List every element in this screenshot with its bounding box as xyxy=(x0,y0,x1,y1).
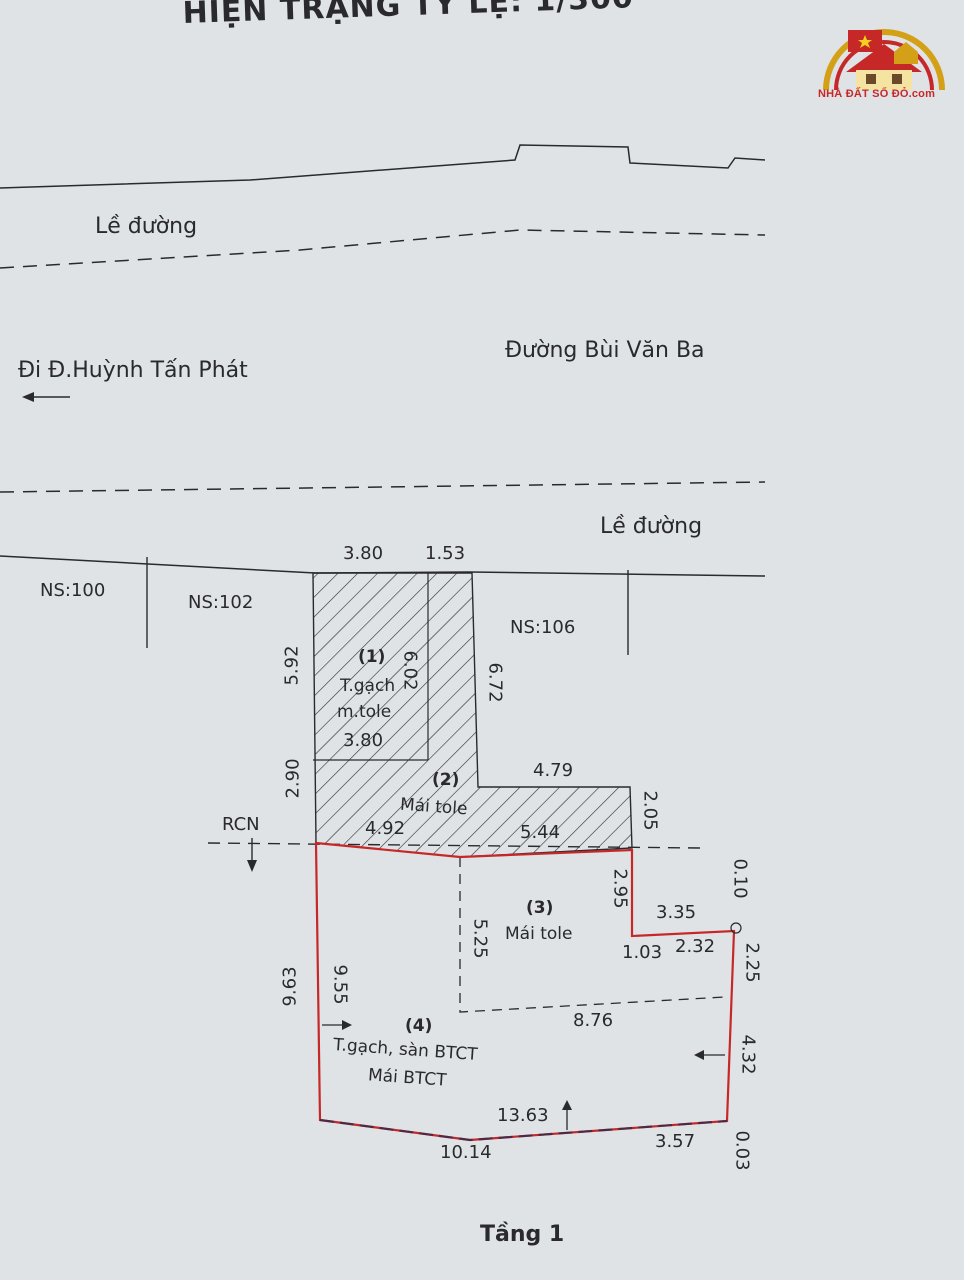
dim-963: 9.63 xyxy=(279,966,301,1007)
brand-logo: NHÀ ĐẤT SỔ ĐỎ.com xyxy=(806,12,956,106)
sidewalk-line-bottom xyxy=(0,481,766,493)
dim-357: 3.57 xyxy=(655,1131,696,1152)
dim-left-mid: 2.90 xyxy=(282,758,304,799)
area-3-dashed-outline xyxy=(459,857,726,1013)
neighbor-ns102: NS:102 xyxy=(188,592,254,613)
rcn-label: RCN xyxy=(222,814,260,835)
dim-432: 4.32 xyxy=(737,1034,759,1075)
parcel-boundary xyxy=(314,841,736,1142)
corner-marker xyxy=(730,922,742,934)
area-4-id: (4) xyxy=(405,1016,433,1036)
dim-335: 3.35 xyxy=(656,902,697,923)
dim-left-upper: 5.92 xyxy=(281,645,303,686)
arrowhead-left-inner xyxy=(342,1020,352,1030)
area-1-line1: T.gạch xyxy=(340,676,396,696)
arrowhead-right-inner xyxy=(694,1050,704,1060)
dim-010: 0.10 xyxy=(729,858,751,899)
street-name: Đường Bùi Văn Ba xyxy=(505,338,705,363)
area-1-id: (1) xyxy=(358,647,386,667)
house-icon xyxy=(823,29,945,91)
dim-225: 2.25 xyxy=(741,942,763,983)
dim-right-upper: 6.72 xyxy=(484,662,506,703)
area-3-id: (3) xyxy=(526,898,554,918)
dim-103: 1.03 xyxy=(622,942,663,963)
area-1-line2: m.tole xyxy=(337,702,392,722)
dim-295: 2.95 xyxy=(609,868,631,909)
sidewalk-label-top: Lề đường xyxy=(95,214,198,239)
dim-front-left: 3.80 xyxy=(343,543,384,564)
dim-front-right: 1.53 xyxy=(425,543,466,564)
dim-003: 0.03 xyxy=(731,1130,753,1171)
dim-955: 9.55 xyxy=(329,964,351,1005)
area-3-line1: Mái tole xyxy=(505,924,573,944)
dim-inner-upper: 6.02 xyxy=(399,650,421,691)
dim-rcn-left: 4.92 xyxy=(365,818,406,839)
floor-label: Tầng 1 xyxy=(480,1222,565,1247)
neighbor-ns100: NS:100 xyxy=(40,580,106,601)
direction-label: Đi Đ.Huỳnh Tấn Phát xyxy=(18,358,248,383)
dim-inner-width: 3.80 xyxy=(343,730,384,751)
dim-525: 5.25 xyxy=(469,918,491,959)
rcn-arrowhead xyxy=(247,860,257,872)
sidewalk-label-bottom: Lề đường xyxy=(600,514,703,539)
road-edge-top xyxy=(0,144,766,189)
neighbor-ns106: NS:106 xyxy=(510,617,576,638)
dim-876: 8.76 xyxy=(573,1010,614,1031)
dim-right-mid: 2.05 xyxy=(639,790,661,831)
brand-text: NHÀ ĐẤT SỔ ĐỎ.com xyxy=(818,88,936,100)
dim-232: 2.32 xyxy=(675,936,716,957)
parcel-boundary-dark-edge xyxy=(319,1118,728,1142)
arrowhead-bottom-inner xyxy=(562,1100,572,1110)
area-2-id: (2) xyxy=(432,770,460,790)
dim-rcn-right: 5.44 xyxy=(520,822,561,843)
dim-width-479: 4.79 xyxy=(533,760,574,781)
dim-1363: 13.63 xyxy=(497,1105,549,1126)
rcn-line xyxy=(207,842,701,849)
direction-arrowhead xyxy=(22,392,34,402)
sidewalk-line-top xyxy=(0,229,766,269)
dim-1014: 10.14 xyxy=(440,1142,492,1163)
